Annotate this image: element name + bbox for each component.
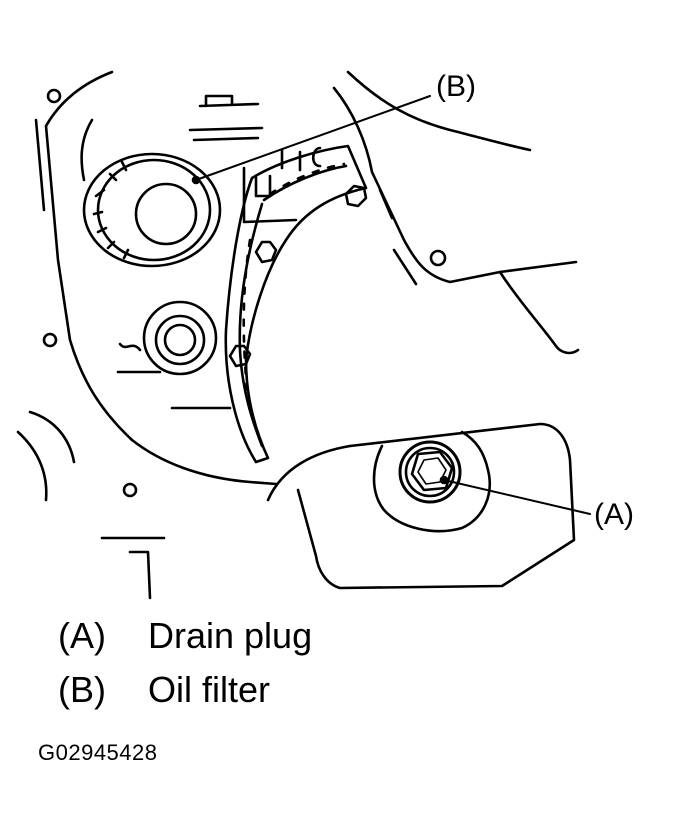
right-housing-curve — [346, 70, 532, 152]
right-housing — [332, 86, 578, 284]
gasket-dashes — [242, 162, 346, 402]
mount-hole — [46, 88, 62, 104]
engine-oil-pan-illustration — [16, 70, 591, 600]
mount-hole — [42, 332, 58, 348]
figure-id: G02945428 — [38, 740, 158, 765]
bolt-hex-icon — [228, 344, 252, 368]
mount-hole — [122, 482, 138, 498]
callout-label-a: (A) — [594, 498, 634, 531]
legend: (A) Drain plug (B) Oil filter — [58, 618, 638, 726]
right-housing-edge — [378, 188, 418, 286]
lower-left-curve — [28, 410, 76, 464]
engine-block-outline — [44, 70, 278, 486]
top-bracket-line — [188, 126, 264, 142]
legend-key: (B) — [58, 669, 106, 710]
oil-pan-curve — [266, 444, 352, 502]
oil-pan-rim — [372, 430, 491, 533]
bolt-hex-icon — [344, 184, 368, 208]
oil-filter-icon — [82, 152, 222, 268]
oil-pan-outline — [296, 422, 576, 590]
legend-row-drain-plug: (A) Drain plug — [58, 618, 638, 672]
block-detail — [116, 370, 232, 410]
bolt-hex-icon — [254, 240, 278, 264]
top-bracket — [198, 94, 260, 108]
leader-dot-a — [439, 475, 449, 485]
legend-label: Oil filter — [148, 669, 271, 710]
bracket-box — [242, 146, 322, 224]
mount-hole — [429, 249, 447, 267]
lower-left-curve — [16, 430, 48, 502]
leader-line-b — [195, 95, 431, 181]
fitting-boss — [142, 300, 218, 376]
legend-row-oil-filter: (B) Oil filter — [58, 672, 638, 726]
legend-label: Drain plug — [148, 615, 313, 656]
leader-dot-b — [191, 175, 201, 185]
leader-line-a — [443, 479, 591, 515]
right-housing-lower — [498, 270, 580, 355]
drain-plug-icon — [398, 440, 462, 504]
block-left-edge — [34, 118, 46, 212]
gasket-outer — [224, 144, 368, 464]
gasket-inner — [238, 164, 348, 448]
lower-left-bracket — [100, 536, 166, 600]
block-detail — [118, 342, 142, 352]
legend-key: (A) — [58, 615, 106, 656]
callout-label-b: (B) — [436, 70, 476, 103]
engine-block-inner-edge — [80, 118, 94, 182]
